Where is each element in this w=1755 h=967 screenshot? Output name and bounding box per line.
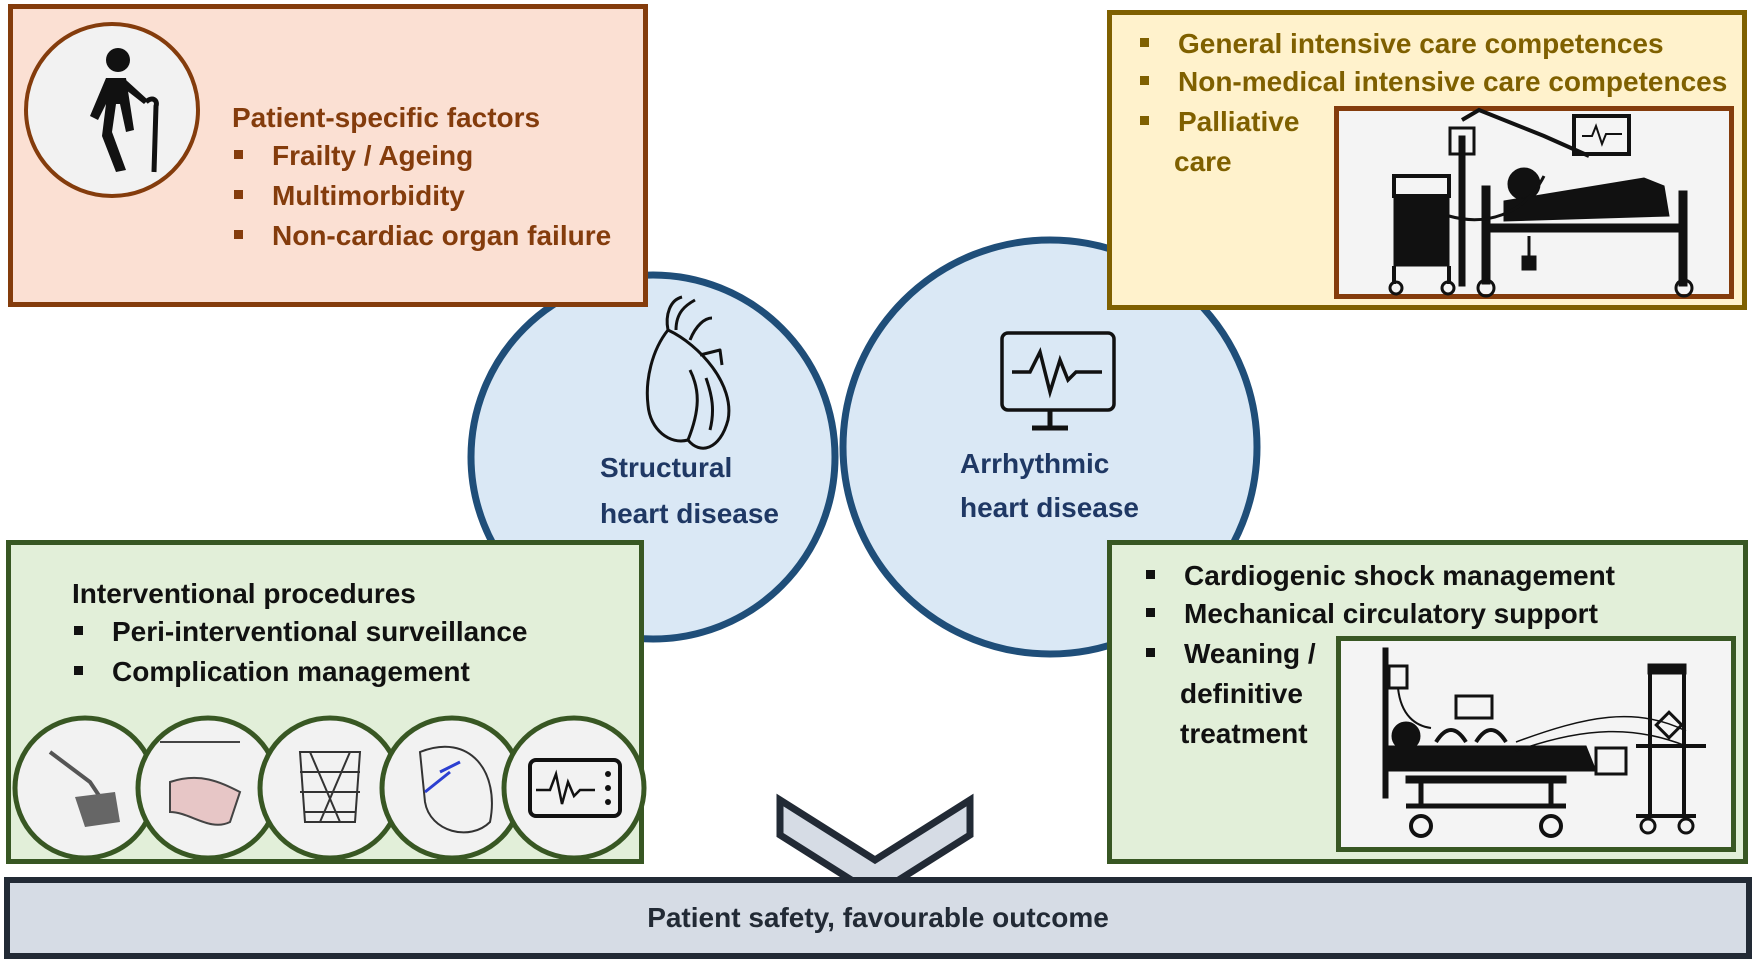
shock-item-3: Weaning /: [1184, 638, 1316, 669]
device-icon-4: [379, 715, 525, 861]
intervention-item-2: Complication management: [112, 656, 470, 687]
device-icon-2: [135, 715, 281, 861]
device-icon-1: [12, 715, 158, 861]
bullet: [234, 230, 243, 239]
icu-item-3: Palliative: [1178, 106, 1300, 137]
intervention-heading: Interventional procedures: [72, 578, 416, 609]
bullet: [1140, 38, 1149, 47]
walking-elderly-icon: [24, 22, 200, 198]
bullet: [1146, 570, 1155, 579]
bullet: [1140, 76, 1149, 85]
icu-item-2: Non-medical intensive care competences: [1178, 66, 1728, 97]
shock-item-3-cont-1: definitive: [1180, 678, 1303, 709]
bullet: [234, 150, 243, 159]
patient-item-3: Non-cardiac organ failure: [272, 220, 612, 251]
structural-label-1: Structural: [600, 452, 733, 483]
bullet: [1140, 116, 1149, 125]
bullet: [74, 626, 83, 635]
icu-bed-icon: [1388, 107, 1694, 298]
bullet: [1146, 608, 1155, 617]
shock-item-1: Cardiogenic shock management: [1184, 560, 1616, 591]
device-icon-3: [257, 715, 403, 861]
shock-item-2: Mechanical circulatory support: [1184, 598, 1598, 629]
patient-item-1: Frailty / Ageing: [272, 140, 474, 171]
patient-heading: Patient-specific factors: [232, 102, 541, 133]
chevron-down-icon: [776, 793, 974, 900]
procedure-thumbnails: [12, 715, 647, 861]
arrhythmic-label-1: Arrhythmic: [960, 448, 1110, 479]
patient-item-2: Multimorbidity: [272, 180, 465, 211]
shock-item-3-cont-2: treatment: [1180, 718, 1308, 749]
bullet: [74, 666, 83, 675]
ecg-monitor-icon: [1000, 331, 1116, 431]
outcome-bar: Patient safety, favourable outcome: [4, 877, 1752, 959]
icu-item-3-cont: care: [1174, 146, 1232, 177]
arrhythmic-label-2: heart disease: [960, 492, 1139, 523]
heart-icon: [645, 295, 731, 450]
bullet: [234, 190, 243, 199]
device-icon-5: [501, 715, 647, 861]
intervention-item-1: Peri-interventional surveillance: [112, 616, 528, 647]
ecmo-bed-icon: [1382, 647, 1706, 838]
outcome-label: Patient safety, favourable outcome: [647, 902, 1109, 933]
structural-label-2: heart disease: [600, 498, 779, 529]
icu-item-1: General intensive care competences: [1178, 28, 1664, 59]
bullet: [1146, 648, 1155, 657]
